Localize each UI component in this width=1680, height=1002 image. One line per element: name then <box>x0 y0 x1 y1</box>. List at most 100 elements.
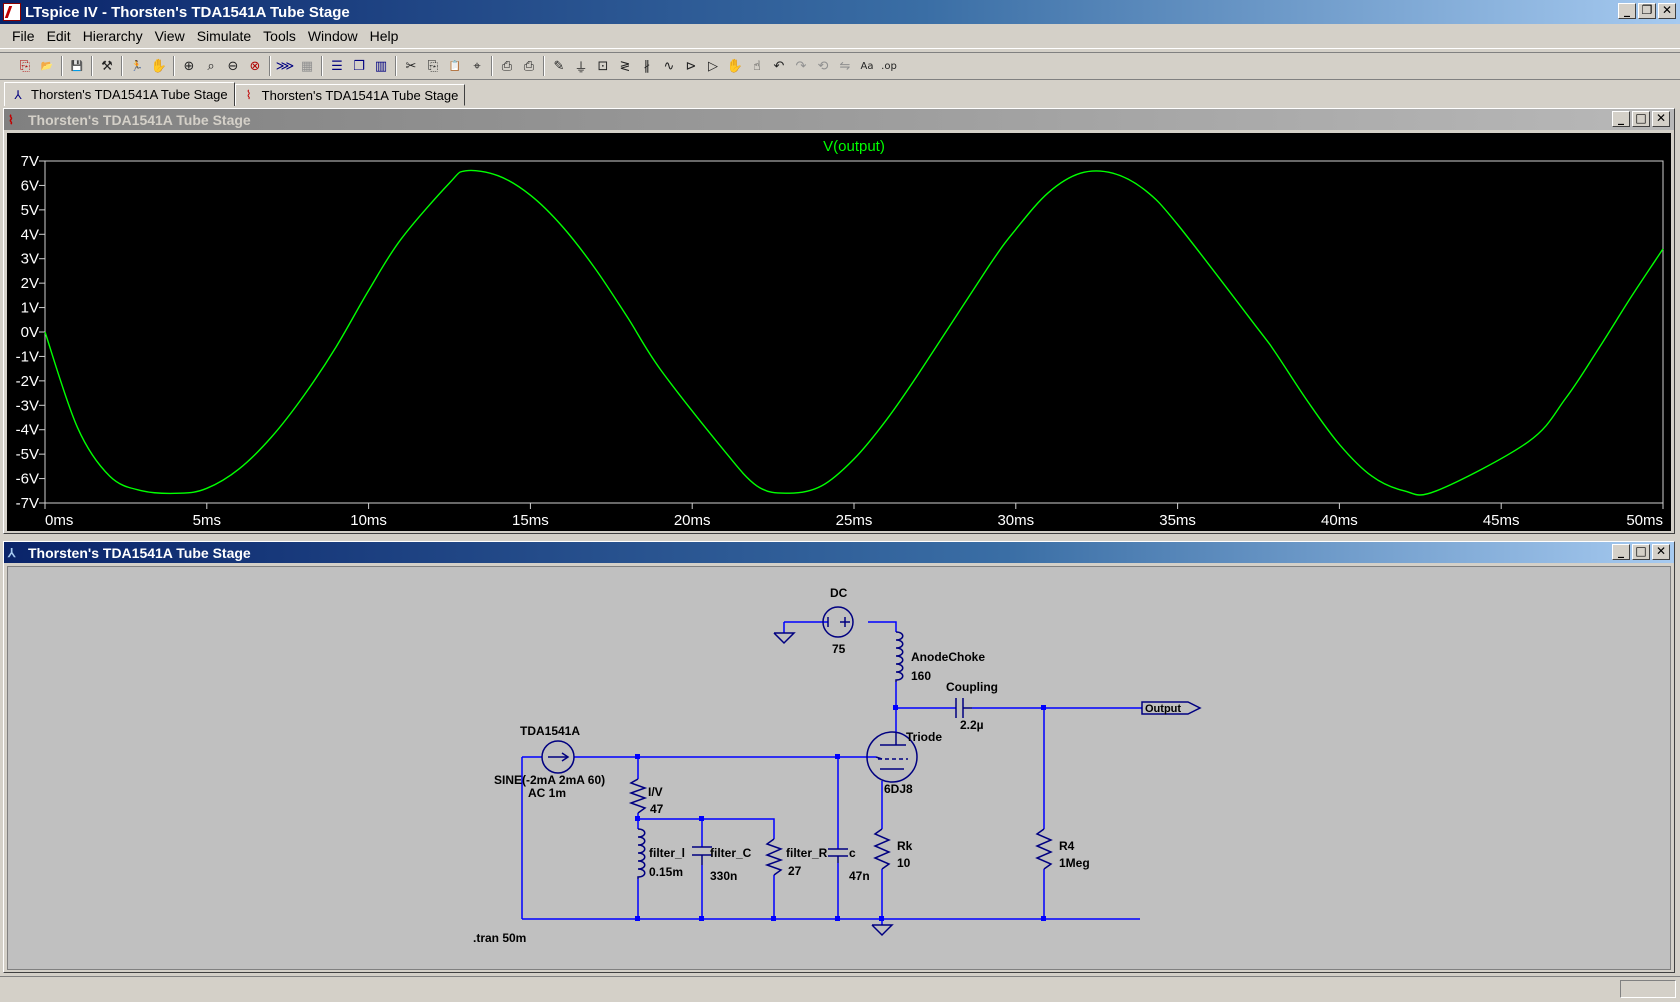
dc-value: 75 <box>832 642 846 656</box>
schematic-drawing[interactable]: DC 75 AnodeChoke 160 Coupling 2.2µ Outpu… <box>8 567 1670 969</box>
schematic-window-title-bar[interactable]: ⅄ Thorsten's TDA1541A Tube Stage _ □ ✕ <box>4 542 1674 563</box>
close-button[interactable]: ✕ <box>1658 3 1676 19</box>
ground-symbol[interactable] <box>871 924 894 937</box>
trace-v-output[interactable] <box>44 169 1664 496</box>
control-panel-icon[interactable]: ⚒ <box>101 58 113 74</box>
close-button[interactable]: ✕ <box>1652 544 1670 560</box>
spice-directive[interactable]: .tran 50m <box>473 931 526 945</box>
redo-icon[interactable]: ↷ <box>795 58 807 74</box>
restore-button[interactable]: ❐ <box>1638 3 1656 19</box>
resistor-iv[interactable] <box>628 778 648 814</box>
spice-directive-icon[interactable]: .op <box>881 60 897 72</box>
resistor-filter-r[interactable] <box>764 838 784 876</box>
capacitor-coupling[interactable] <box>955 698 972 718</box>
halt-icon[interactable]: ✋ <box>150 58 168 74</box>
minimize-button[interactable]: _ <box>1612 111 1630 127</box>
resistor-r4[interactable] <box>1035 828 1053 870</box>
capacitor-c[interactable] <box>828 848 848 863</box>
trace-title[interactable]: V(output) <box>823 138 885 155</box>
capacitor-icon[interactable]: ∦ <box>643 58 651 74</box>
wire-icon[interactable]: ✎ <box>553 58 565 74</box>
waveform-plot[interactable]: V(output)7V6V5V4V3V2V1V0V-1V-2V-3V-4V-5V… <box>7 133 1671 531</box>
menu-hierarchy[interactable]: Hierarchy <box>82 28 143 44</box>
zoom-out-icon[interactable]: ⊖ <box>227 58 239 74</box>
wire[interactable] <box>868 621 897 632</box>
rotate-icon[interactable]: ⟲ <box>817 58 829 74</box>
new-schematic-icon[interactable]: ⎘ <box>19 58 31 74</box>
diode-icon[interactable]: ⊳ <box>685 58 697 74</box>
cascade-icon[interactable]: ❐ <box>353 58 365 74</box>
grid-icon[interactable]: ▦ <box>300 58 314 74</box>
move-icon[interactable]: ✋ <box>726 58 744 74</box>
menu-simulate[interactable]: Simulate <box>196 28 252 44</box>
schematic-window[interactable]: ⅄ Thorsten's TDA1541A Tube Stage _ □ ✕ <box>3 541 1675 973</box>
junction <box>879 916 884 921</box>
find-icon[interactable]: ⌖ <box>473 58 481 74</box>
label-net-icon[interactable]: ⊡ <box>597 58 609 74</box>
menu-view[interactable]: View <box>154 28 185 44</box>
component-icon[interactable]: ▷ <box>708 58 718 74</box>
y-tick-label: -3V <box>16 397 39 414</box>
ground-symbol[interactable] <box>773 632 796 645</box>
inductor-filter-l[interactable] <box>637 828 646 879</box>
resistor-icon[interactable]: ≷ <box>619 58 631 74</box>
wire[interactable] <box>637 813 775 839</box>
menu-file[interactable]: File <box>12 28 35 44</box>
x-tick-label: 20ms <box>674 512 711 529</box>
tab-waveform[interactable]: ⌇ Thorsten's TDA1541A Tube Stage <box>234 84 466 106</box>
save-icon[interactable]: 💾 <box>70 60 84 72</box>
close-button[interactable]: ✕ <box>1652 111 1670 127</box>
run-icon[interactable]: 🏃 <box>130 60 144 72</box>
triode-name: Triode <box>906 730 942 744</box>
waveform-window-title-bar[interactable]: ⌇ Thorsten's TDA1541A Tube Stage _ □ ✕ <box>4 109 1674 130</box>
paste-icon[interactable]: 📋 <box>448 60 462 72</box>
menu-window[interactable]: Window <box>307 28 358 44</box>
minimize-button[interactable]: _ <box>1618 3 1636 19</box>
minimize-button[interactable]: _ <box>1612 544 1630 560</box>
coupling-value: 2.2µ <box>960 718 984 732</box>
current-source-tda1541a[interactable] <box>541 740 575 774</box>
resistor-rk[interactable] <box>873 828 891 870</box>
window-controls: _ ❐ ✕ <box>1618 3 1676 19</box>
y-tick-label: 1V <box>21 300 39 317</box>
x-tick-label: 35ms <box>1159 512 1196 529</box>
menu-edit[interactable]: Edit <box>46 28 71 44</box>
inductor-icon[interactable]: ∿ <box>663 58 675 74</box>
zoom-area-icon[interactable]: ⌕ <box>207 58 215 74</box>
copy-icon[interactable]: ⎘ <box>427 58 439 74</box>
tile-horizontal-icon[interactable]: ☰ <box>331 58 343 74</box>
y-tick-label: 0V <box>21 324 39 341</box>
print-setup-icon[interactable]: ⎙ <box>501 58 513 74</box>
tab-schematic[interactable]: ⅄ Thorsten's TDA1541A Tube Stage <box>4 82 235 106</box>
cut-icon[interactable]: ✂ <box>405 58 417 74</box>
filter-c-value: 330n <box>710 869 737 883</box>
open-icon[interactable]: 📂 <box>40 60 54 72</box>
print-icon[interactable]: ⎙ <box>523 58 535 74</box>
drag-icon[interactable]: ☝ <box>753 58 761 74</box>
toolbar-separator <box>269 56 271 76</box>
waveform-window[interactable]: ⌇ Thorsten's TDA1541A Tube Stage _ □ ✕ V… <box>3 108 1675 534</box>
output-net-label[interactable] <box>1141 701 1202 715</box>
text-icon[interactable]: Aa <box>860 60 874 72</box>
y-tick-label: -5V <box>16 446 39 463</box>
undo-icon[interactable]: ↶ <box>773 58 785 74</box>
menu-tools[interactable]: Tools <box>263 28 296 44</box>
junction <box>835 754 840 759</box>
menu-help[interactable]: Help <box>369 28 399 44</box>
triode-6dj8[interactable] <box>866 731 918 783</box>
ground-icon[interactable]: ⏚ <box>574 60 588 76</box>
iv-name: I/V <box>648 785 663 799</box>
capacitor-filter-c[interactable] <box>692 846 712 865</box>
voltage-source-dc[interactable] <box>822 606 854 638</box>
main-title-bar[interactable]: LTspice IV - Thorsten's TDA1541A Tube St… <box>0 0 1680 24</box>
zoom-cancel-icon[interactable]: ⊗ <box>249 58 261 74</box>
maximize-button[interactable]: □ <box>1632 111 1650 127</box>
autorange-icon[interactable]: ⋙ <box>275 58 295 74</box>
zoom-in-icon[interactable]: ⊕ <box>183 58 195 74</box>
inductor-anode-choke[interactable] <box>895 631 904 682</box>
mirror-icon[interactable]: ⇋ <box>839 58 851 74</box>
schematic-canvas[interactable]: DC 75 AnodeChoke 160 Coupling 2.2µ Outpu… <box>7 566 1671 970</box>
tile-vertical-icon[interactable]: ▥ <box>374 58 388 74</box>
maximize-button[interactable]: □ <box>1632 544 1650 560</box>
